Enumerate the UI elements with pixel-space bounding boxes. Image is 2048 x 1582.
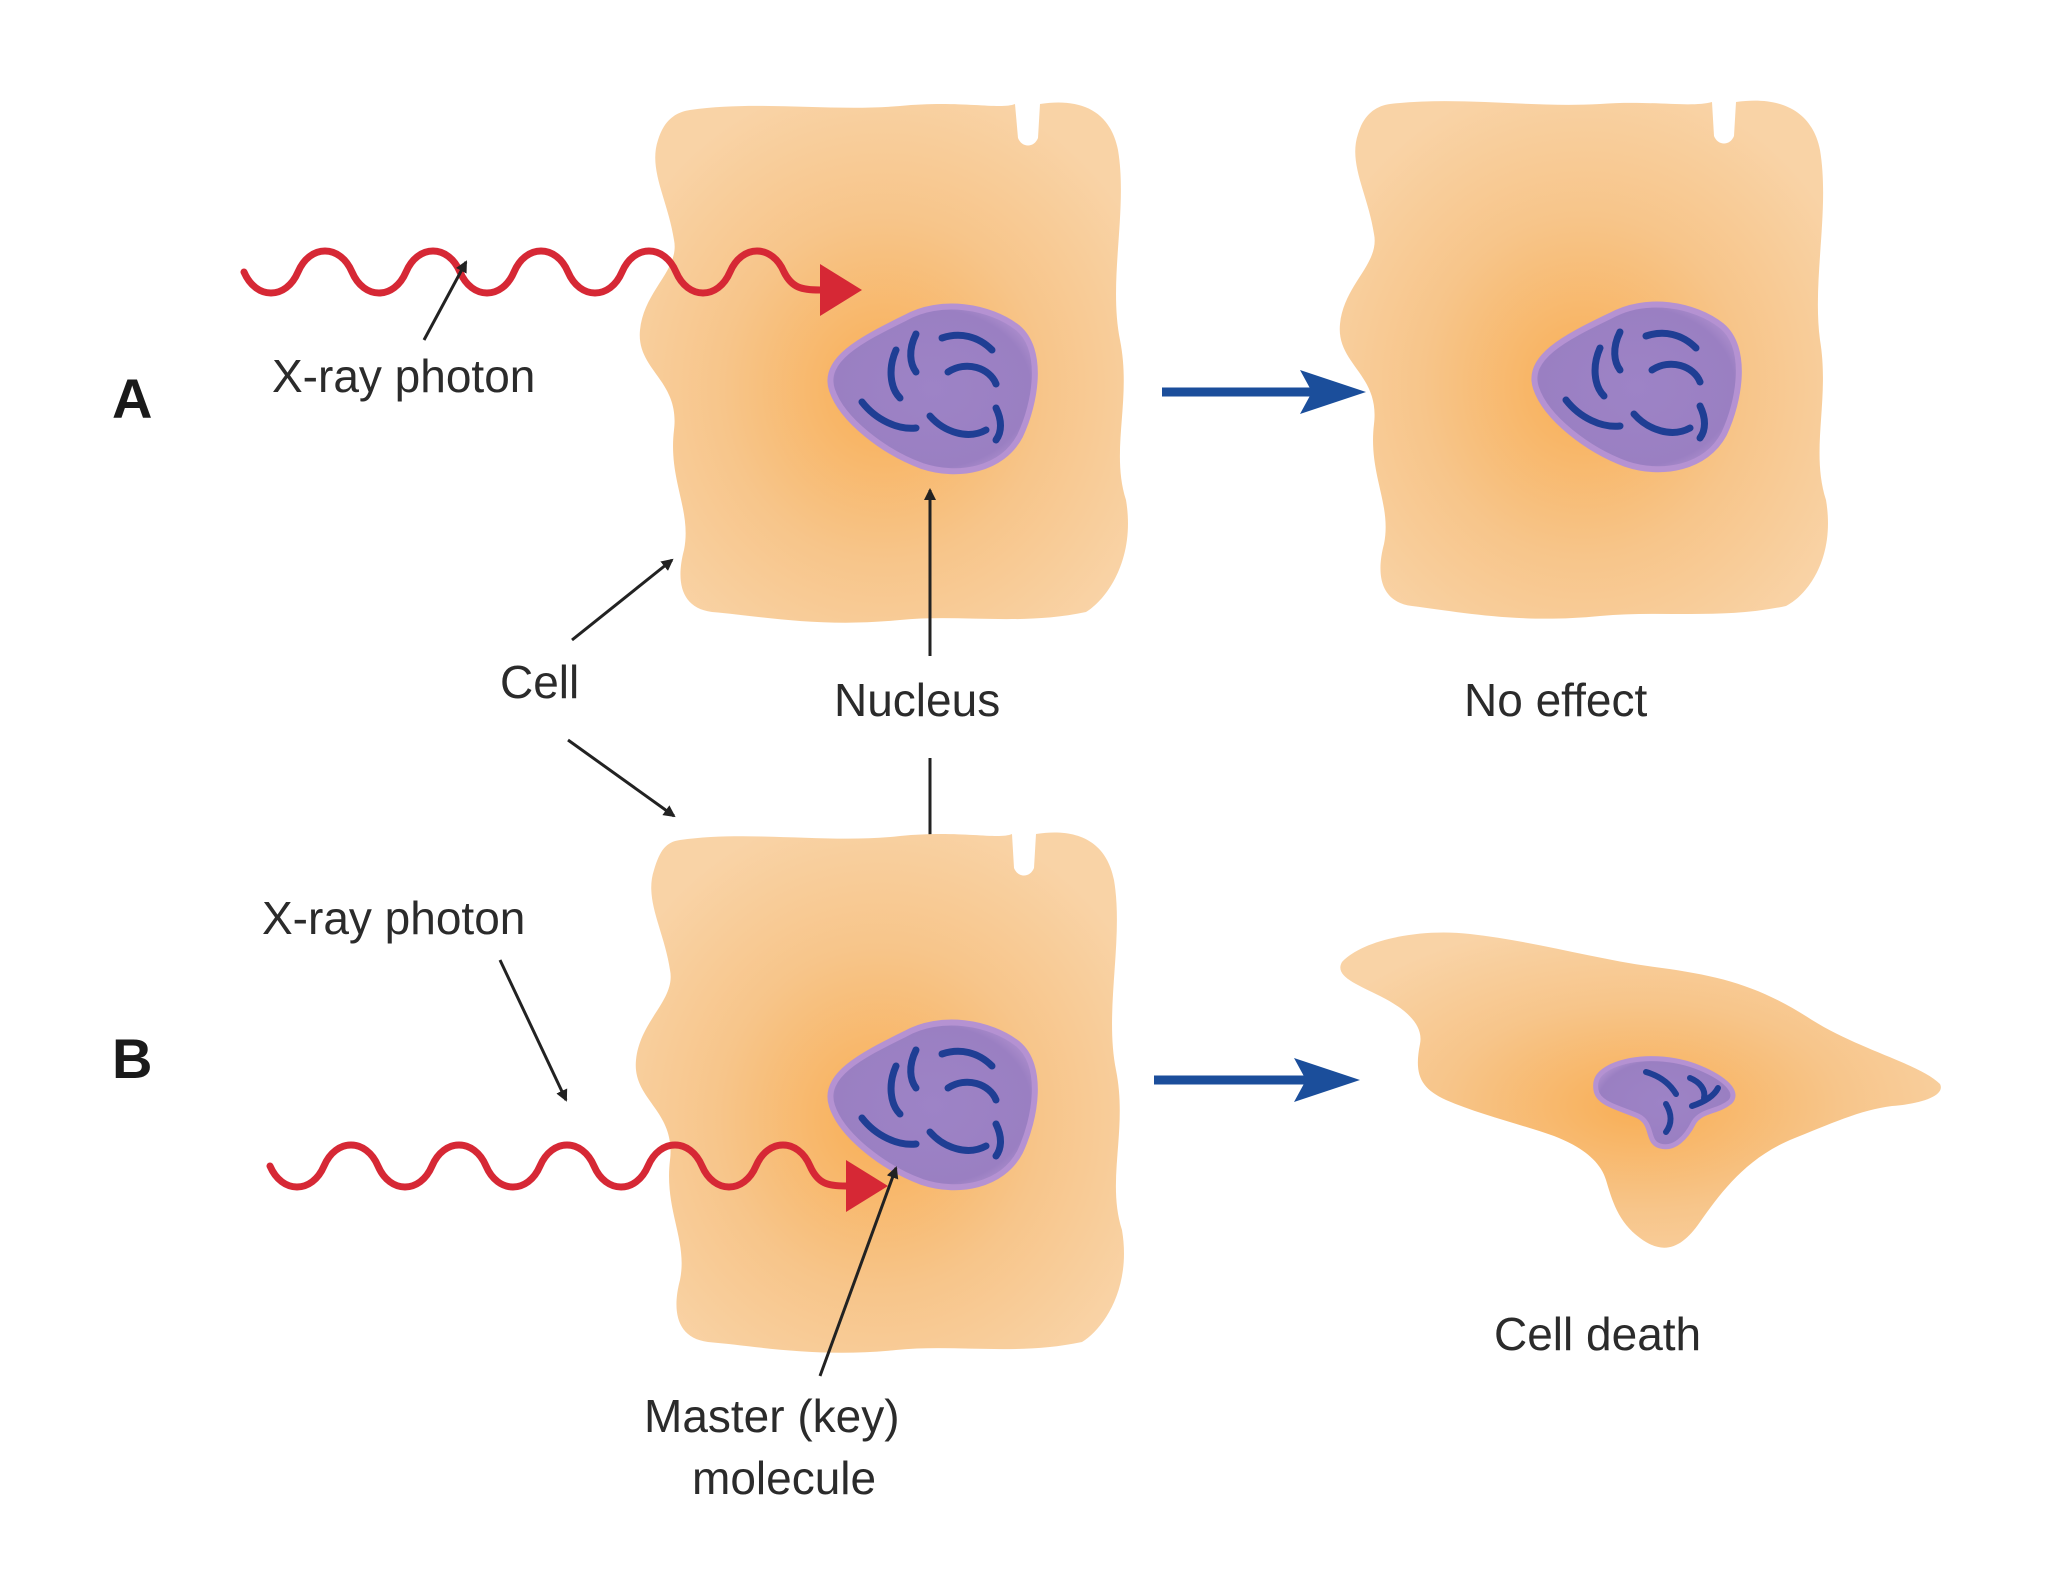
process-arrow-b (1154, 1058, 1360, 1102)
chromatin-b-before (858, 1046, 1004, 1160)
master-molecule-label-line2: molecule (692, 1452, 876, 1504)
photon-pointer-a (422, 260, 468, 341)
photon-pointer-b (498, 959, 568, 1102)
row-label-a: A (112, 367, 152, 430)
cell-pointer-top (571, 558, 674, 642)
chromatin-a-before (858, 330, 1004, 444)
master-molecule-label-line1: Master (key) (644, 1390, 900, 1442)
photon-a-arrowhead (820, 264, 862, 316)
photon-label-b: X-ray photon (262, 892, 525, 944)
process-arrow-a (1162, 370, 1366, 414)
photon-label-a: X-ray photon (272, 350, 535, 402)
row-label-b: B (112, 1027, 152, 1090)
nucleus-label: Nucleus (834, 674, 1000, 726)
chromatin-a-after (1562, 328, 1708, 442)
row-a: A X-ray photon No effect (112, 100, 1828, 726)
chromatin-b-dead (1643, 1069, 1721, 1135)
outcome-label-b: Cell death (1494, 1308, 1701, 1360)
cell-label: Cell (500, 656, 579, 708)
cell-pointer-bottom (567, 738, 676, 818)
photon-b-arrowhead (846, 1160, 888, 1212)
outcome-label-a: No effect (1464, 674, 1647, 726)
shared-labels: Cell Nucleus (500, 488, 1000, 1042)
row-b: B X-ray photon Master (key) molecule Cel… (112, 832, 1941, 1504)
master-molecule-pointer (818, 1166, 899, 1377)
photon-b-wave (266, 1141, 850, 1191)
photon-a-wave (240, 247, 824, 297)
